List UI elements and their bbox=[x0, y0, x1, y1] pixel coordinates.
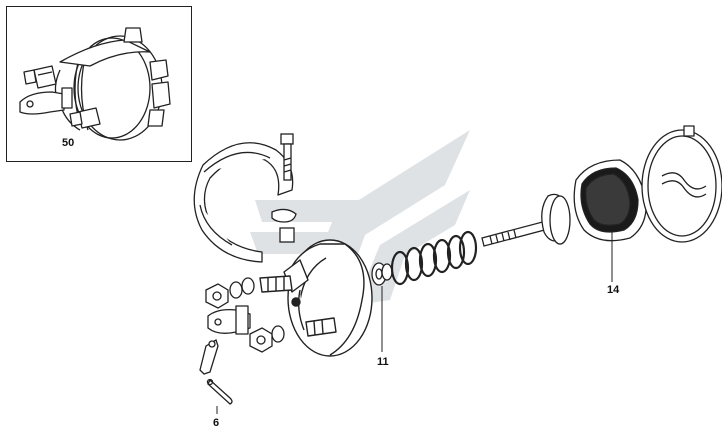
cotter-pin bbox=[206, 378, 233, 405]
clamp-ring bbox=[193, 142, 294, 263]
clamp-clip bbox=[271, 208, 297, 243]
clevis-fork bbox=[207, 305, 251, 335]
clamp-bolt bbox=[280, 133, 294, 181]
chamber-housing bbox=[259, 239, 373, 357]
push-rod bbox=[481, 193, 571, 247]
nuts-and-washers bbox=[205, 277, 285, 353]
diaphragm bbox=[573, 159, 647, 242]
leader-lines bbox=[216, 232, 613, 414]
pressure-housing-cover bbox=[641, 125, 722, 243]
callout-assembly-50: 50 bbox=[62, 137, 75, 149]
callout-diaphragm-14: 14 bbox=[607, 284, 620, 296]
locknut bbox=[371, 262, 393, 286]
callout-locknut-11: 11 bbox=[377, 356, 389, 368]
brake-chamber-assembly-drawing bbox=[19, 27, 171, 141]
return-spring bbox=[390, 230, 478, 286]
clevis-pin bbox=[199, 339, 219, 375]
callout-pin-6: 6 bbox=[213, 417, 220, 429]
inset-frame bbox=[6, 6, 192, 162]
